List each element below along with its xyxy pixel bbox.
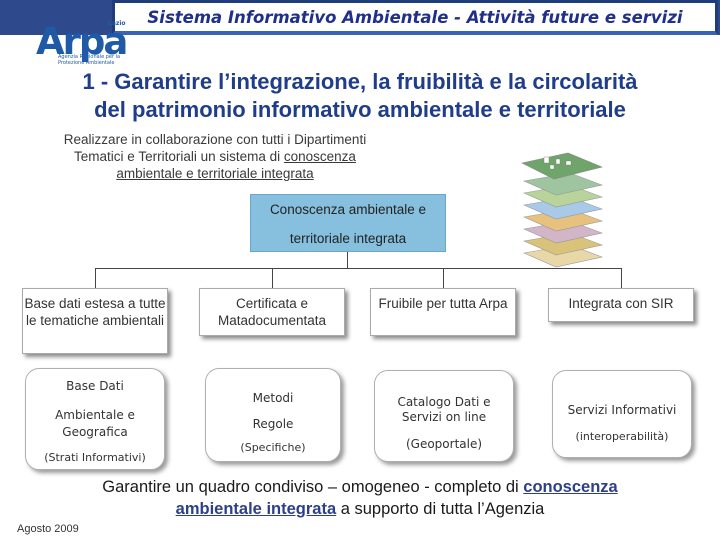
connector-col-3 xyxy=(443,268,444,288)
column-sub-4-line-1: Servizi Informativi xyxy=(567,403,677,417)
logo-region-tag: Lazio xyxy=(108,20,126,27)
connector-vertical-main xyxy=(347,252,348,268)
column-head-4: Integrata con SIR xyxy=(548,288,694,322)
column-sub-4: Servizi Informativi (interoperabilità) xyxy=(552,370,692,458)
column-head-3-text: Fruibile per tutta Arpa xyxy=(378,296,508,311)
bottom-highlight-conoscenza: conoscenza xyxy=(523,478,618,496)
column-head-1-text: Base dati estesa a tutte le tematiche am… xyxy=(24,296,166,328)
column-sub-1-line-3: (Strati Informativi) xyxy=(44,451,146,464)
intro-line-2: Tematici e Territoriali un sistema di co… xyxy=(30,148,400,165)
column-sub-2-line-1: Metodi xyxy=(252,391,294,405)
column-head-2-text: Certificata e Matadocumentata xyxy=(217,296,327,328)
bottom-line-2-text: a supporto di tutta l’Agenzia xyxy=(336,500,545,518)
column-sub-2: Metodi Regole (Specifiche) xyxy=(205,368,341,462)
intro-link-conoscenza: conoscenza xyxy=(283,149,356,164)
intro-line-2-text: Tematici e Territoriali un sistema di xyxy=(74,149,284,164)
column-sub-1-line-2: Ambientale e Geografica xyxy=(55,408,135,439)
column-head-3: Fruibile per tutta Arpa xyxy=(370,288,516,336)
connector-col-4 xyxy=(621,268,622,288)
footer-date: Agosto 2009 xyxy=(17,523,79,535)
integrated-knowledge-box: Conoscenza ambientale e territoriale int… xyxy=(250,194,446,252)
column-sub-3-line-2: (Geoportale) xyxy=(405,437,483,451)
logo-wordmark: Arpa xyxy=(36,20,128,63)
bottom-line-1: Garantire un quadro condiviso – omogeneo… xyxy=(30,476,690,498)
column-head-4-text: Integrata con SIR xyxy=(568,296,674,311)
center-box-line-1: Conoscenza ambientale e xyxy=(269,202,427,217)
intro-text: Realizzare in collaborazione con tutti i… xyxy=(30,131,400,182)
page-title: Sistema Informativo Ambientale - Attivit… xyxy=(112,0,718,35)
bottom-line-2: ambientale integrata a supporto di tutta… xyxy=(30,498,690,520)
arpa-logo: Arpa Lazio Agenzia Regionale per la Prot… xyxy=(36,20,131,68)
intro-line-1: Realizzare in collaborazione con tutti i… xyxy=(63,132,367,147)
connector-col-2 xyxy=(272,268,273,288)
column-sub-1: Base Dati Ambientale e Geografica (Strat… xyxy=(25,368,165,470)
column-sub-2-line-3: (Specifiche) xyxy=(240,441,306,454)
column-sub-2-line-2: Regole xyxy=(252,417,294,431)
logo-subtitle: Agenzia Regionale per la Protezione Ambi… xyxy=(58,54,121,66)
bottom-highlight-integrata: ambientale integrata xyxy=(175,500,337,518)
connector-col-1 xyxy=(95,268,96,288)
center-box-line-2: territoriale integrata xyxy=(289,231,407,246)
bottom-statement: Garantire un quadro condiviso – omogeneo… xyxy=(30,476,690,520)
heading-line-1: 1 - Garantire l’integrazione, la fruibil… xyxy=(82,69,638,94)
column-sub-3: Catalogo Dati e Servizi on line (Geoport… xyxy=(374,370,514,462)
bottom-line-1-text: Garantire un quadro condiviso – omogeneo… xyxy=(102,478,524,496)
column-sub-1-line-1: Base Dati xyxy=(66,379,124,393)
intro-line-3: ambientale e territoriale integrata xyxy=(116,166,314,181)
column-head-2: Certificata e Matadocumentata xyxy=(199,288,345,336)
slide-heading: 1 - Garantire l’integrazione, la fruibil… xyxy=(10,68,710,124)
column-sub-3-line-1: Catalogo Dati e Servizi on line xyxy=(397,395,491,424)
connector-horizontal xyxy=(95,268,622,269)
heading-line-2: del patrimonio informativo ambientale e … xyxy=(94,97,626,122)
column-head-1: Base dati estesa a tutte le tematiche am… xyxy=(22,288,168,354)
gis-layers-icon xyxy=(521,152,604,268)
column-sub-4-line-2: (interoperabilità) xyxy=(575,430,669,443)
